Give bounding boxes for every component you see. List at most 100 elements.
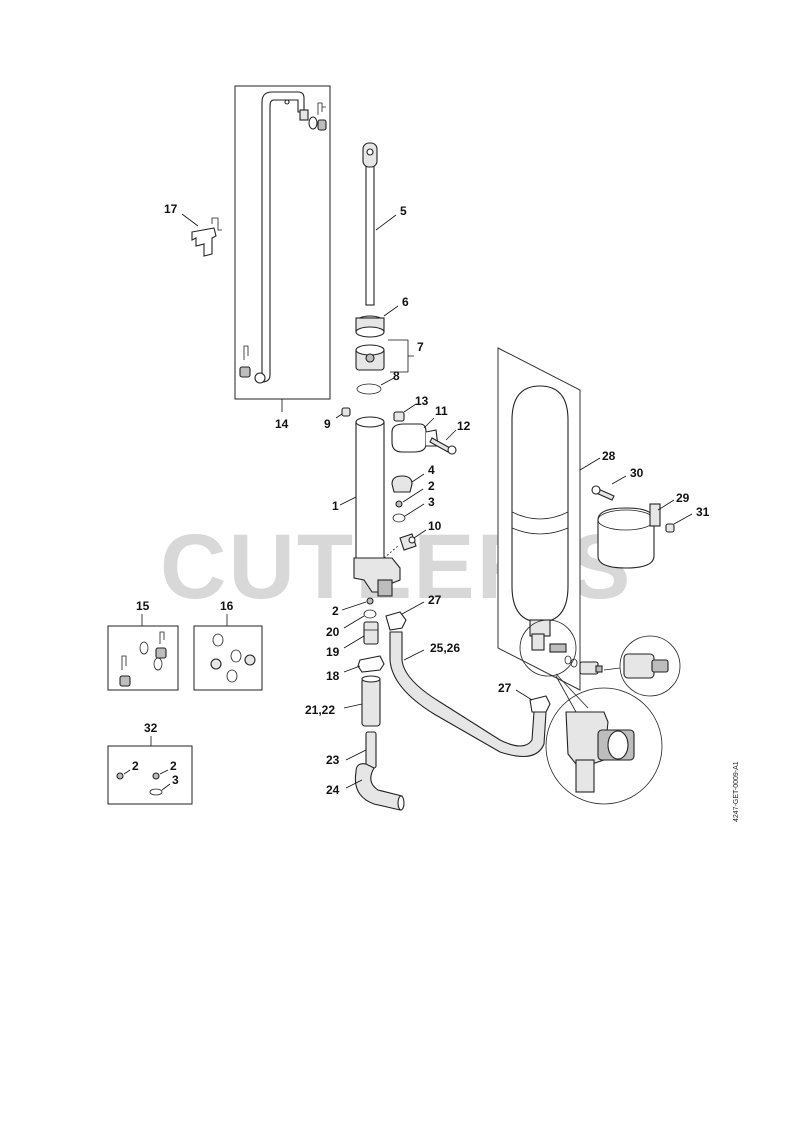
lead-10 bbox=[413, 529, 427, 539]
clamp-11 bbox=[391, 423, 427, 453]
callout-27-lower: 27 bbox=[498, 681, 512, 695]
cylinder-outlet bbox=[377, 579, 393, 597]
lead-2b bbox=[341, 601, 367, 611]
lead-20 bbox=[343, 615, 365, 629]
nut-13 bbox=[393, 411, 405, 422]
lead-32-2b bbox=[159, 769, 169, 775]
hose-clip-18 bbox=[357, 655, 385, 673]
lead-29 bbox=[657, 499, 675, 511]
kit-32-ball-2 bbox=[152, 772, 160, 780]
callout-2-kit32-b: 2 bbox=[170, 759, 177, 773]
clip-27-shape bbox=[385, 611, 407, 631]
bracket-7 bbox=[388, 339, 414, 373]
lead-3a bbox=[404, 503, 425, 517]
detail-view-tee bbox=[545, 687, 663, 805]
callout-27-upper: 27 bbox=[428, 593, 442, 607]
bent-tube bbox=[261, 91, 305, 383]
lead-2122 bbox=[343, 703, 363, 709]
tube-clip-bottom bbox=[243, 345, 249, 360]
clip-27-lower-shape bbox=[529, 695, 551, 713]
tube-kit-14: 14 bbox=[234, 85, 331, 431]
lead-32-2a bbox=[123, 769, 131, 775]
elbow-24 bbox=[354, 763, 403, 811]
nut-31: 31 bbox=[665, 505, 710, 533]
tube-clip-top bbox=[317, 102, 326, 115]
callout-15: 15 bbox=[136, 599, 150, 613]
panel-connector-tip bbox=[595, 665, 603, 673]
lead-5 bbox=[375, 214, 397, 231]
kit-15-clip-2 bbox=[121, 655, 127, 670]
strap-buckle bbox=[649, 503, 661, 527]
kit-15-clip-1 bbox=[159, 631, 165, 644]
hose-21-22-top bbox=[361, 675, 381, 683]
tube-end-bottom bbox=[254, 372, 266, 384]
kit-16-disc-2 bbox=[210, 658, 222, 670]
hose-21-22 bbox=[361, 677, 381, 727]
kit-32-ball-1 bbox=[116, 772, 124, 780]
callout-13: 13 bbox=[415, 394, 429, 408]
callout-28: 28 bbox=[602, 449, 616, 463]
tube-nut-top-2 bbox=[317, 119, 327, 131]
kit-15-nut-2 bbox=[119, 675, 131, 687]
detail-tee-outlet-end bbox=[607, 730, 629, 760]
strap-29: 29 bbox=[597, 491, 690, 569]
pump-rod-eye bbox=[366, 148, 374, 156]
nut-31-shape bbox=[665, 523, 675, 533]
detail-leader-2 bbox=[555, 673, 589, 709]
detail-tee-stem bbox=[575, 759, 595, 793]
callout-9: 9 bbox=[324, 417, 331, 431]
callout-3-upper: 3 bbox=[428, 495, 435, 509]
lead-31 bbox=[673, 513, 693, 525]
callout-29: 29 bbox=[676, 491, 690, 505]
detail-circle-large bbox=[545, 687, 663, 805]
tube-nut-top bbox=[299, 109, 309, 121]
kit-15-box bbox=[107, 625, 179, 691]
cylinder-top bbox=[355, 416, 385, 428]
detail-leader-1 bbox=[555, 675, 577, 713]
callout-20: 20 bbox=[326, 625, 340, 639]
callout-4: 4 bbox=[428, 463, 435, 477]
connector-detail-barb bbox=[651, 659, 669, 673]
pump-assembly: 5 6 7 8 9 1 13 11 bbox=[305, 142, 471, 811]
callout-16: 16 bbox=[220, 599, 234, 613]
kit-32: 32 2 2 3 bbox=[107, 721, 193, 805]
callout-18: 18 bbox=[326, 669, 340, 683]
lead-8 bbox=[380, 377, 395, 386]
kit-16-ring-1 bbox=[212, 633, 224, 647]
reference-code: 4247-GET-0009-A1 bbox=[733, 761, 740, 822]
tank-assembly-28: 28 bbox=[497, 347, 616, 691]
bolt-30: 30 bbox=[591, 466, 644, 501]
cylinder bbox=[355, 421, 385, 563]
bolt-12-head bbox=[447, 445, 457, 455]
ball-2-upper bbox=[395, 500, 403, 508]
callout-14: 14 bbox=[275, 417, 289, 431]
bolt-30-head bbox=[591, 485, 601, 495]
kit-16-disc-1 bbox=[244, 654, 256, 666]
lead-23 bbox=[345, 749, 367, 761]
callout-23: 23 bbox=[326, 753, 340, 767]
tube-nut-bottom bbox=[239, 366, 251, 378]
pressure-tank bbox=[511, 385, 569, 623]
lead-6 bbox=[383, 305, 399, 317]
lead-11 bbox=[423, 417, 435, 429]
lead-13 bbox=[403, 403, 417, 413]
kit-32-box bbox=[107, 745, 193, 805]
callout-3-kit32: 3 bbox=[172, 773, 179, 787]
callout-32: 32 bbox=[144, 721, 158, 735]
pump-rod bbox=[365, 164, 375, 306]
callout-5: 5 bbox=[400, 204, 407, 218]
kit-16-ring-2 bbox=[230, 649, 242, 663]
lead-9 bbox=[335, 413, 343, 419]
callout-2-upper: 2 bbox=[428, 479, 435, 493]
lead-17 bbox=[181, 213, 199, 227]
fitting-10-end bbox=[408, 536, 416, 544]
callout-24: 24 bbox=[326, 783, 340, 797]
screw-9 bbox=[341, 407, 351, 417]
callout-21-22: 21,22 bbox=[305, 703, 335, 717]
hose-clip-27-lower: 27 bbox=[498, 681, 551, 713]
panel-o-ring-1 bbox=[564, 655, 572, 665]
callout-6: 6 bbox=[402, 295, 409, 309]
tank-band-line-2 bbox=[511, 527, 569, 535]
tube-hole bbox=[284, 99, 290, 105]
